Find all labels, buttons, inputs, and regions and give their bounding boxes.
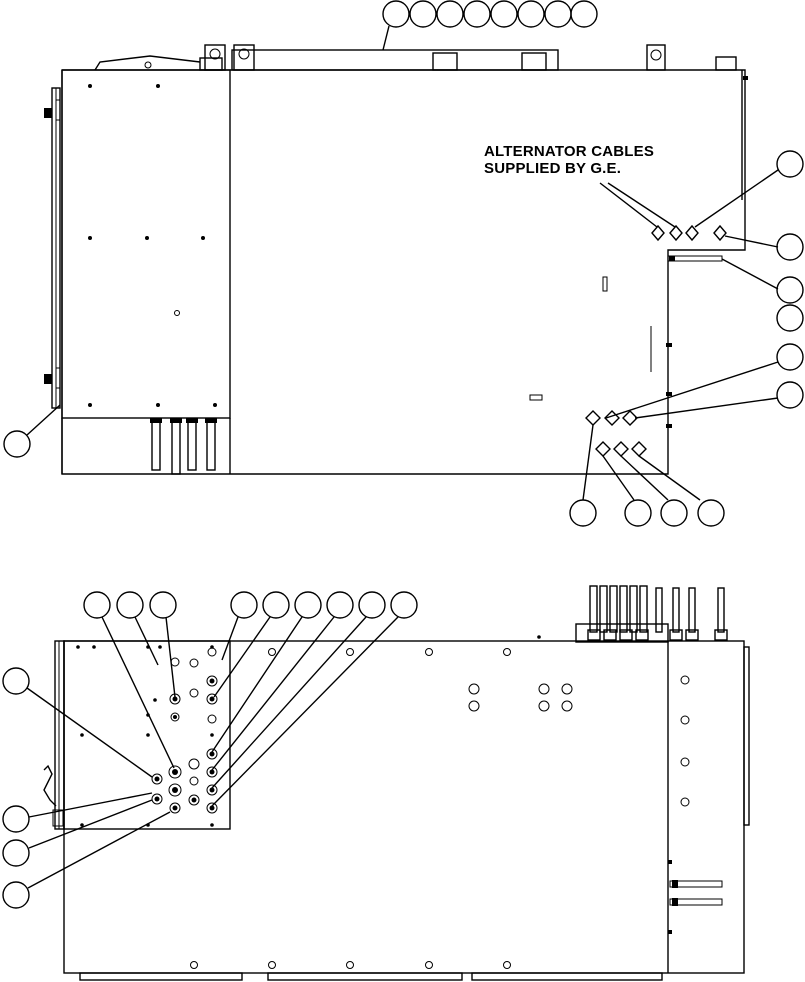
main-panel-holes: [190, 635, 690, 969]
bottom-studs: [150, 418, 217, 475]
right-callouts: [776, 150, 804, 409]
top-panel-bolts: [88, 84, 217, 407]
left-callouts-bottom-view: [2, 667, 30, 909]
alternator-note-line-1: ALTERNATOR CABLES: [484, 143, 655, 160]
top-connectors: [575, 585, 728, 643]
bottom-callouts-top-view: [569, 499, 725, 527]
lower-hex-terminals: [585, 410, 647, 457]
bottom-view-callout-row: [83, 591, 418, 619]
alternator-note-line-2: SUPPLIED BY G.E.: [484, 160, 622, 177]
top-callout-row: [382, 0, 598, 51]
sub-panel-bolts: [76, 645, 217, 827]
alternator-hex-terminals: [651, 224, 727, 242]
terminal-grommets: [151, 675, 218, 814]
bottom-view: [2, 585, 750, 981]
alternator-cables-note: ALTERNATOR CABLES SUPPLIED BY G.E.: [484, 143, 654, 177]
top-view: [3, 0, 804, 527]
